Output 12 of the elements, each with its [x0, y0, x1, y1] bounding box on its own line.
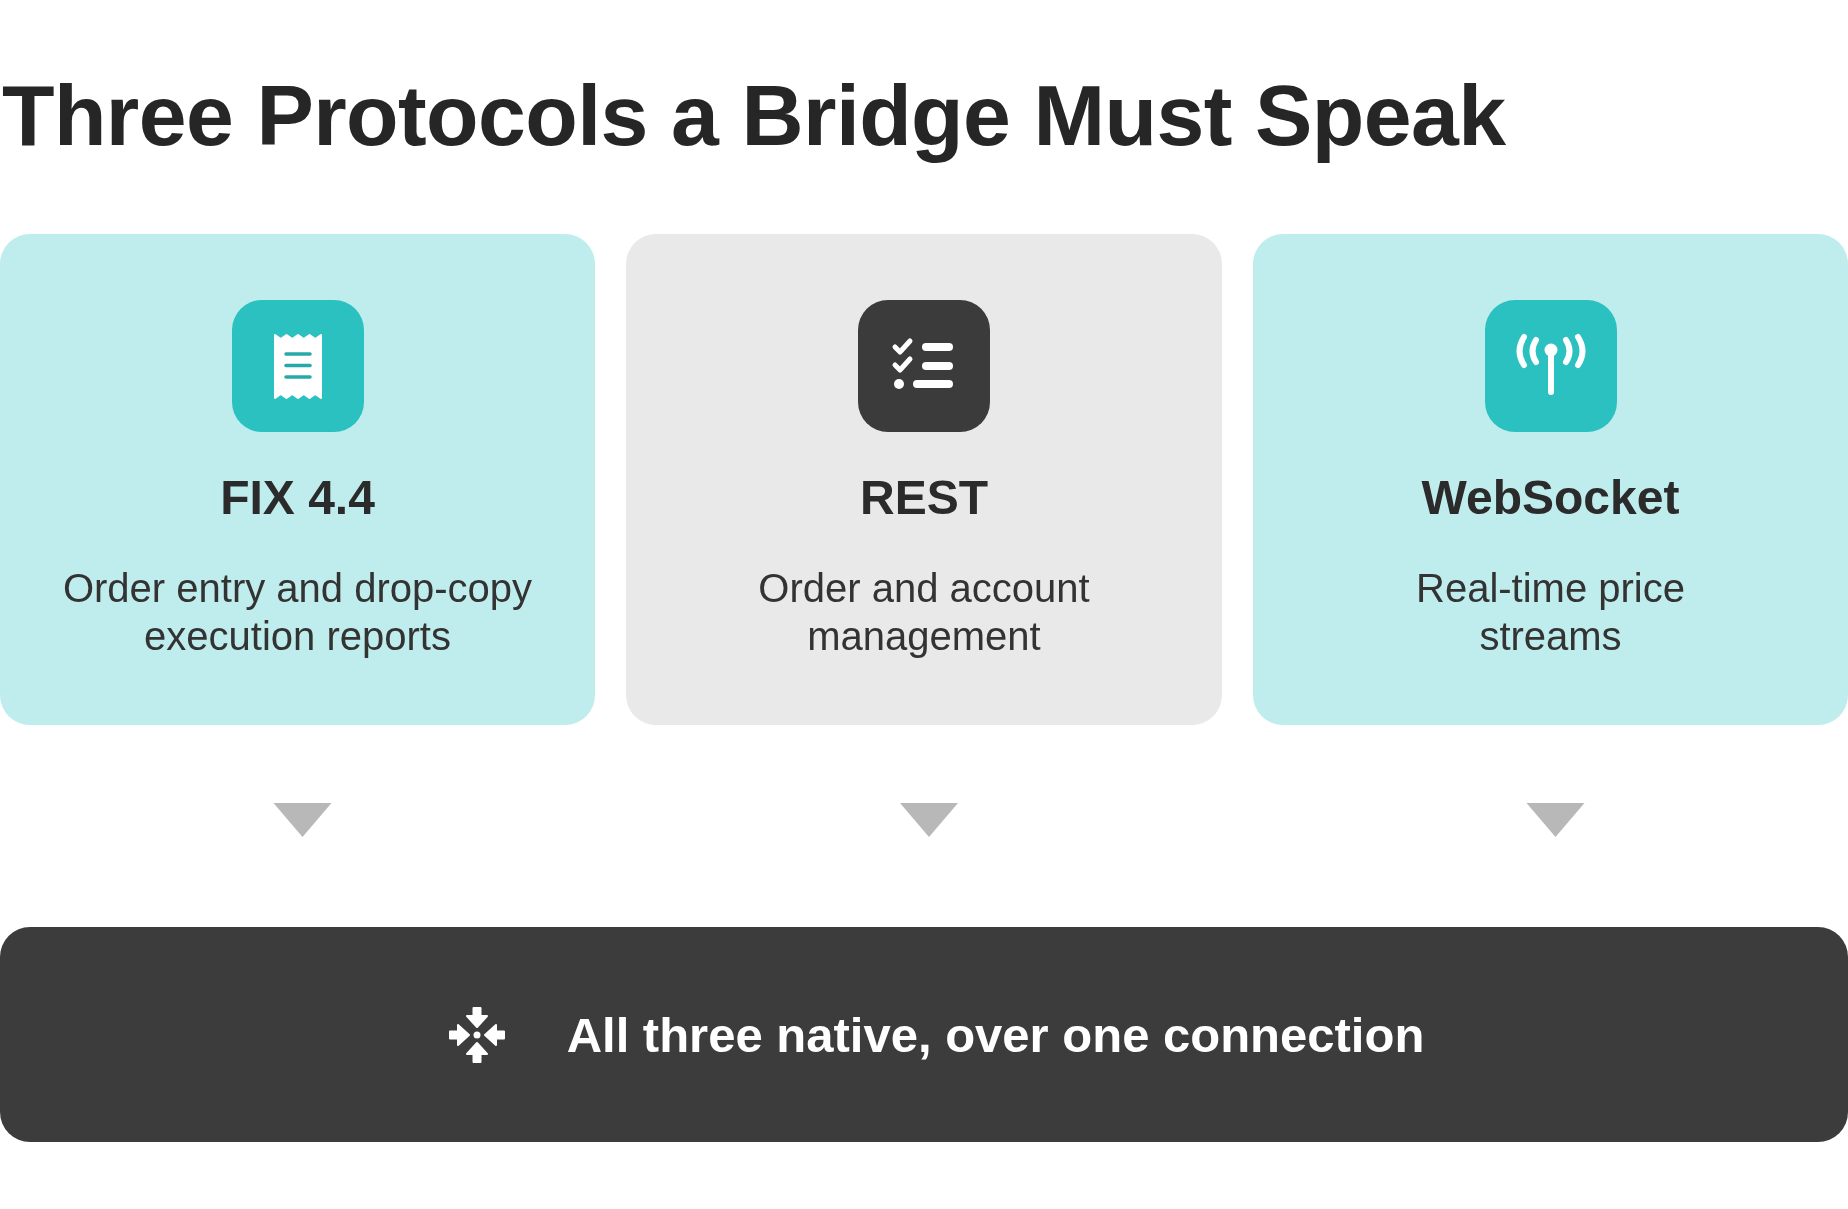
- summary-text: All three native, over one connection: [566, 1006, 1425, 1064]
- protocol-description: Order and account management: [757, 565, 1091, 660]
- protocol-card: [1253, 234, 1848, 725]
- protocol-name: REST: [860, 470, 988, 526]
- protocol-name: WebSocket: [1421, 470, 1680, 526]
- protocol-card: [0, 234, 595, 725]
- protocol-name: FIX 4.4: [220, 470, 375, 526]
- protocol-description: Real-time price streams: [1415, 565, 1686, 660]
- protocol-card: [626, 234, 1222, 725]
- summary-bar: [0, 927, 1848, 1142]
- protocol-description: Order entry and drop-copy execution reports: [61, 565, 534, 660]
- diagram-title: Three Protocols a Bridge Must Speak: [2, 66, 1506, 165]
